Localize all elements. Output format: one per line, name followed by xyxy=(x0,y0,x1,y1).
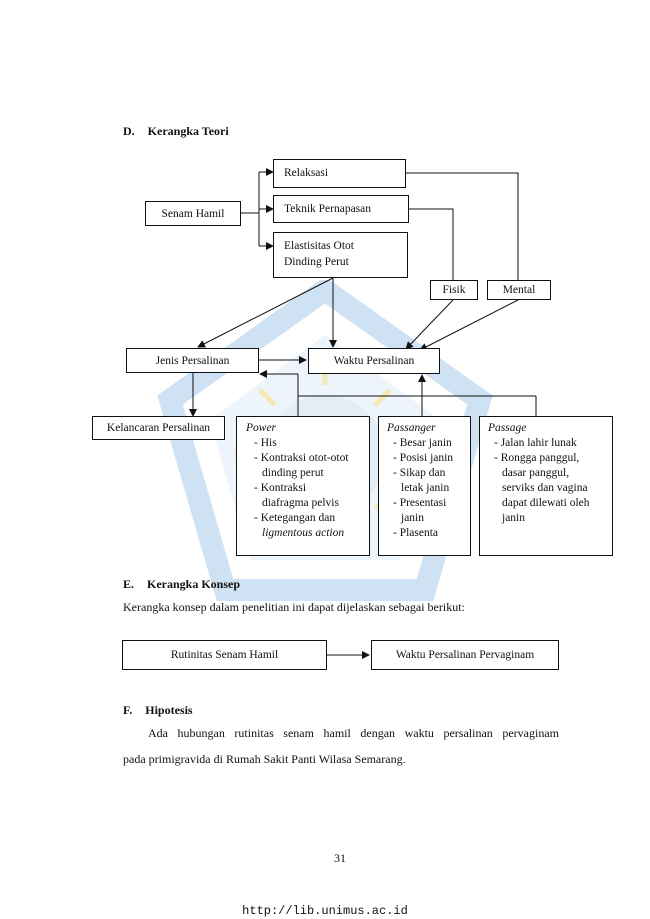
passanger-title: Passanger xyxy=(387,422,436,434)
power-item: - Ketegangan dan xyxy=(254,512,336,524)
elastisitas-label-line1: Elastisitas Otot xyxy=(284,240,354,252)
passage-item: serviks dan vagina xyxy=(502,482,588,494)
section-d-title: Kerangka Teori xyxy=(147,124,229,138)
section-e-title: Kerangka Konsep xyxy=(147,577,241,591)
hypothesis-paragraph: Ada hubungan rutinitas senam hamil denga… xyxy=(123,720,559,772)
passage-box: Passage - Jalan lahir lunak - Rongga pan… xyxy=(479,416,613,556)
relaksasi-box: Relaksasi xyxy=(273,159,406,188)
independent-variable-label: Rutinitas Senam Hamil xyxy=(170,649,279,661)
hypothesis-line2: pada primigravida di Rumah Sakit Panti W… xyxy=(123,752,406,766)
section-e-heading: E. Kerangka Konsep xyxy=(123,577,240,592)
fisik-box: Fisik xyxy=(430,280,478,300)
jenis-persalinan-label: Jenis Persalinan xyxy=(155,354,230,367)
passanger-item: letak janin xyxy=(401,482,450,494)
power-item: diafragma pelvis xyxy=(262,497,339,509)
independent-variable-box: Rutinitas Senam Hamil xyxy=(122,640,327,670)
footer-url: http://lib.unimus.ac.id xyxy=(242,904,408,918)
passanger-item: janin xyxy=(401,512,424,524)
teknik-pernapasan-box: Teknik Pernapasan xyxy=(273,195,409,223)
passanger-box: Passanger - Besar janin - Posisi janin -… xyxy=(378,416,471,556)
power-item: - Kontraksi otot-otot xyxy=(254,452,349,464)
power-title: Power xyxy=(246,422,277,434)
dependent-variable-box: Waktu Persalinan Pervaginam xyxy=(371,640,559,670)
section-f-heading: F. Hipotesis xyxy=(123,703,193,718)
senam-hamil-box: Senam Hamil xyxy=(145,201,241,226)
page-number: 31 xyxy=(334,851,346,865)
power-item: dinding perut xyxy=(262,467,324,479)
section-e-intro: Kerangka konsep dalam penelitian ini dap… xyxy=(123,600,465,614)
power-item: - Kontraksi xyxy=(254,482,307,494)
passage-item: - Jalan lahir lunak xyxy=(494,437,577,449)
passanger-item: - Presentasi xyxy=(393,497,447,509)
mental-box: Mental xyxy=(487,280,551,300)
passanger-item: - Posisi janin xyxy=(393,452,454,464)
power-box: Power - His - Kontraksi otot-otot dindin… xyxy=(236,416,370,556)
section-f-title: Hipotesis xyxy=(145,703,193,717)
fisik-label: Fisik xyxy=(442,284,466,296)
teknik-pernapasan-label: Teknik Pernapasan xyxy=(284,203,372,215)
hypothesis-line1: Ada hubungan rutinitas senam hamil denga… xyxy=(148,726,559,740)
passanger-item: - Besar janin xyxy=(393,437,452,449)
senam-hamil-label: Senam Hamil xyxy=(161,207,225,220)
power-item: ligmentous action xyxy=(262,527,345,539)
passage-item: janin xyxy=(502,512,525,524)
relaksasi-label: Relaksasi xyxy=(284,167,329,179)
section-f-number: F. xyxy=(123,703,133,717)
waktu-persalinan-box: Waktu Persalinan xyxy=(308,348,440,374)
passage-title: Passage xyxy=(488,422,527,434)
passage-item: dasar panggul, xyxy=(502,467,570,479)
kelancaran-persalinan-label: Kelancaran Persalinan xyxy=(106,422,211,434)
section-e-number: E. xyxy=(123,577,135,591)
section-d-number: D. xyxy=(123,124,135,138)
jenis-persalinan-box: Jenis Persalinan xyxy=(126,348,259,373)
section-d-heading: D. Kerangka Teori xyxy=(123,124,229,139)
elastisitas-box: Elastisitas Otot Dinding Perut xyxy=(273,232,408,278)
power-item: - His xyxy=(254,437,277,449)
passanger-item: - Sikap dan xyxy=(393,467,446,479)
passage-item: - Rongga panggul, xyxy=(494,452,580,464)
passanger-item: - Plasenta xyxy=(393,527,439,539)
elastisitas-label-line2: Dinding Perut xyxy=(284,256,349,268)
waktu-persalinan-label: Waktu Persalinan xyxy=(333,355,415,367)
passage-item: dapat dilewati oleh xyxy=(502,497,590,509)
dependent-variable-label: Waktu Persalinan Pervaginam xyxy=(395,649,535,661)
mental-label: Mental xyxy=(502,284,536,296)
kelancaran-persalinan-box: Kelancaran Persalinan xyxy=(92,416,225,440)
